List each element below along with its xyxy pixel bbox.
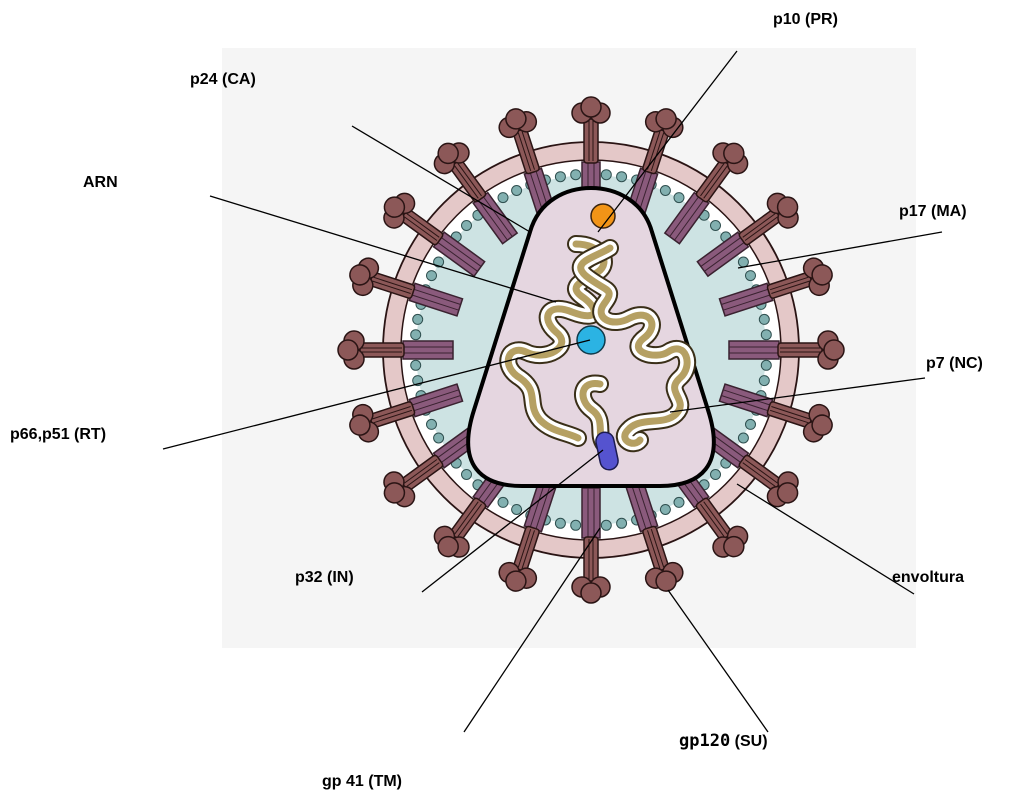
matrix-protein-dot [411, 360, 421, 370]
matrix-protein-dot [617, 518, 627, 528]
matrix-protein-dot [761, 360, 771, 370]
matrix-protein-dot [674, 193, 684, 203]
matrix-protein-dot [462, 470, 472, 480]
matrix-protein-dot [601, 170, 611, 180]
label-surface-glycoprotein: gp120 (SU) [679, 733, 768, 750]
matrix-protein-dot [427, 271, 437, 281]
matrix-protein-dot [738, 433, 748, 443]
label-su-suffix: (SU) [730, 733, 767, 750]
reverse-transcriptase-enzyme [577, 326, 605, 354]
matrix-protein-dot [434, 433, 444, 443]
matrix-protein-dot [746, 419, 756, 429]
label-rna: ARN [83, 175, 118, 191]
matrix-protein-dot [660, 186, 670, 196]
matrix-protein-dot [427, 419, 437, 429]
label-integrase: p32 (IN) [295, 570, 354, 586]
matrix-protein-dot [617, 172, 627, 182]
matrix-protein-dot [571, 520, 581, 530]
matrix-protein-dot [411, 330, 421, 340]
matrix-protein-dot [571, 170, 581, 180]
matrix-protein-dot [498, 193, 508, 203]
matrix-protein-dot [555, 172, 565, 182]
label-capsid: p24 (CA) [190, 72, 256, 88]
matrix-protein-dot [660, 505, 670, 515]
matrix-protein-dot [759, 376, 769, 386]
matrix-protein-dot [738, 257, 748, 267]
matrix-protein-dot [601, 520, 611, 530]
matrix-protein-dot [462, 221, 472, 231]
label-protease: p10 (PR) [773, 12, 838, 28]
matrix-protein-dot [711, 221, 721, 231]
matrix-protein-dot [498, 497, 508, 507]
matrix-protein-dot [512, 186, 522, 196]
protease-enzyme [591, 204, 615, 228]
label-envelope: envoltura [892, 570, 964, 586]
label-nucleocapsid: p7 (NC) [926, 356, 983, 372]
label-transmembrane-glycoprotein: gp 41 (TM) [322, 774, 402, 790]
matrix-protein-dot [759, 314, 769, 324]
matrix-protein-dot [711, 470, 721, 480]
matrix-protein-dot [746, 271, 756, 281]
matrix-protein-dot [413, 314, 423, 324]
label-gp120: gp120 [679, 731, 730, 751]
matrix-protein-dot [674, 497, 684, 507]
matrix-protein-dot [761, 330, 771, 340]
label-reverse-transcriptase: p66,p51 (RT) [10, 427, 106, 443]
matrix-protein-dot [555, 518, 565, 528]
matrix-protein-dot [512, 505, 522, 515]
label-matrix: p17 (MA) [899, 204, 967, 220]
